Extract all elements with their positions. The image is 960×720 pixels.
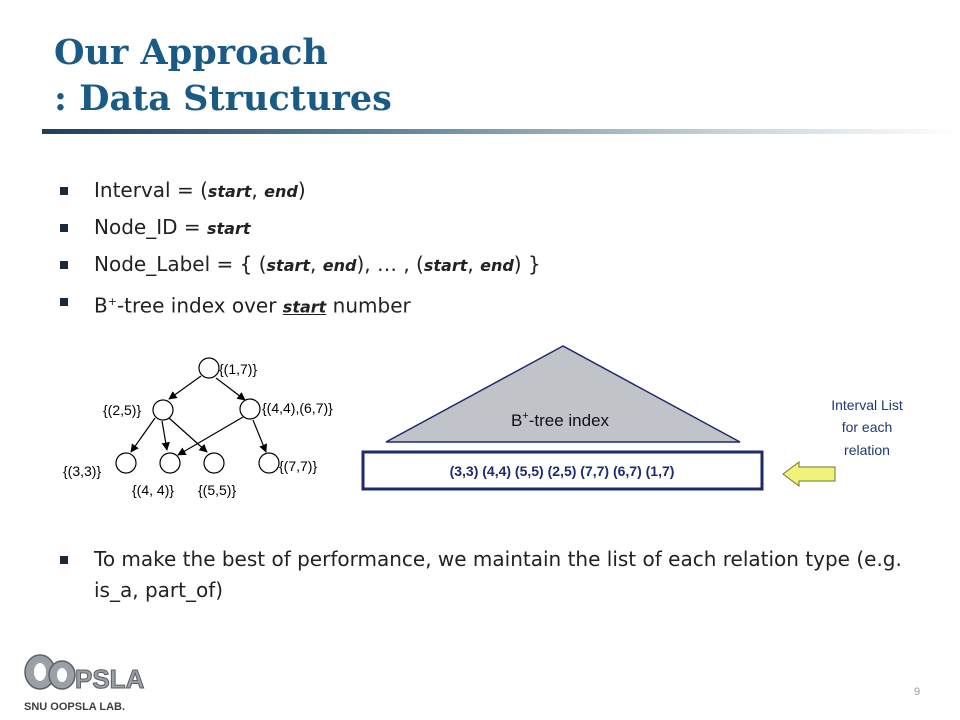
bullet-marker [60,187,68,195]
tree-label-5: {(5,5)} [198,482,236,498]
btree-label: B+-tree index [511,410,610,430]
slide-title: Our Approach : Data Structures [54,30,392,122]
tree-label-6: {(4,4),(6,7)} [262,400,333,416]
title-line-1: Our Approach [54,32,328,73]
svg-text:PSLA: PSLA [75,664,145,694]
tree-edges [130,375,268,456]
interval-caption-line-1: Interval List [831,397,903,413]
logo-lab-text: SNU OOPSLA LAB. [24,701,125,713]
bullet-node-label: Node_Label = { (start, end), … , (start,… [60,246,541,283]
tree-node-4 [159,452,181,474]
bullet-node-id: Node_ID = start [60,209,541,246]
interval-list-values: (3,3) (4,4) (5,5) (2,5) (7,7) (6,7) (1,7… [450,463,675,479]
tree-node-7 [258,452,280,474]
tree-node-root [198,357,220,379]
bullet-marker [60,298,68,306]
tree-node-5 [203,452,225,474]
tree-label-root: {(1,7)} [219,361,257,377]
pointer-arrow-icon [782,461,836,487]
tree-label-3: {(3,3)} [63,463,101,479]
btree-triangle [385,345,741,443]
tree-node-6 [239,398,261,420]
page-number: 9 [914,686,921,698]
bullet-performance: To make the best of performance, we main… [60,544,914,606]
interval-list-box [361,450,764,491]
tree-node-2 [152,399,174,421]
oopsla-logo: PSLA SNU OOPSLA LAB. [20,646,160,714]
title-divider [42,129,960,134]
bullet-interval: Interval = (start, end) [60,172,541,209]
tree-label-2: {(2,5)} [103,402,141,418]
bullet-marker [60,224,68,232]
tree-nodes [115,357,280,474]
title-line-2: : Data Structures [54,78,392,119]
bullet-marker [60,261,68,269]
tree-label-7: {(7,7)} [279,458,317,474]
bullet-btree: B+-tree index over start number [60,283,541,320]
interval-caption-line-2: for each [842,419,893,435]
tree-label-4: {(4, 4)} [132,482,174,498]
bullet-marker [60,556,68,564]
tree-node-3 [115,452,137,474]
bullet-list: Interval = (start, end) Node_ID = start … [60,172,541,320]
interval-caption-line-3: relation [844,442,890,458]
